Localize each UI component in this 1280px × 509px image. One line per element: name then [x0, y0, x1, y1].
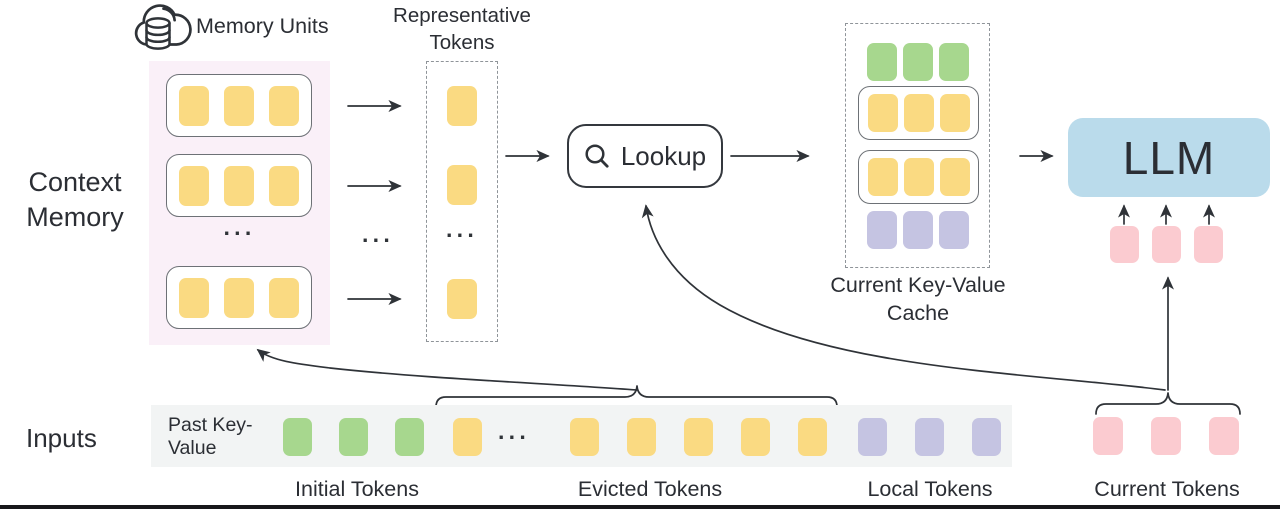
- local-token: [915, 418, 944, 456]
- lookup-label: Lookup: [620, 140, 707, 171]
- llm-input-tokens: [1110, 226, 1223, 263]
- past-kv-strip: Past Key-Value ···: [151, 405, 1012, 467]
- local-token: [972, 418, 1001, 456]
- representative-token: [447, 279, 477, 319]
- search-icon: [585, 143, 609, 168]
- retrieved-memory-token: [867, 94, 898, 132]
- llm-label: LLM: [1122, 131, 1216, 184]
- memory-unit-3: [166, 266, 312, 329]
- representative-token: [447, 86, 477, 126]
- cache-initial-row: [846, 43, 989, 81]
- cache-memory-row-2: [858, 150, 979, 204]
- brace-evicted-tokens: [435, 385, 838, 408]
- brace-current-tokens: [1095, 392, 1241, 415]
- representative-token: [447, 165, 477, 205]
- memory-token: [269, 165, 299, 206]
- lookup-box: Lookup: [567, 124, 723, 188]
- initial-token: [866, 43, 897, 81]
- initial-token: [339, 418, 368, 456]
- initial-token: [283, 418, 312, 456]
- initial-token: [902, 43, 933, 81]
- evicted-token: [627, 418, 656, 456]
- local-tokens-label: Local Tokens: [867, 477, 993, 501]
- current-tokens-label: Current Tokens: [1094, 477, 1240, 501]
- retrieved-memory-token: [903, 158, 934, 196]
- cloud-database-icon: [134, 4, 192, 50]
- current-token: [1209, 417, 1239, 455]
- representative-token-1: [447, 86, 477, 126]
- memory-token: [224, 277, 254, 318]
- representative-ellipsis: ···: [446, 221, 478, 248]
- memory-unit-1: [166, 74, 312, 137]
- memory-token: [179, 85, 209, 126]
- local-tokens-group: [858, 418, 1001, 456]
- evicted-token: [798, 418, 827, 456]
- retrieved-memory-token: [903, 94, 934, 132]
- memory-token: [224, 85, 254, 126]
- memory-unit-2: [166, 154, 312, 217]
- retrieved-memory-token: [939, 158, 970, 196]
- context-memory-label: Context Memory: [26, 167, 124, 232]
- llm-box: LLM: [1068, 118, 1270, 197]
- initial-token: [938, 43, 969, 81]
- between-ellipsis: ···: [362, 226, 394, 253]
- arrow-evicted-to-memory: [256, 348, 638, 391]
- current-token: [1194, 226, 1223, 263]
- memory-token: [269, 85, 299, 126]
- memory-token: [269, 277, 299, 318]
- memory-token: [224, 165, 254, 206]
- memory-token: [179, 277, 209, 318]
- representative-tokens-label: Representative Tokens: [393, 4, 531, 54]
- past-key-value-label: Past Key-Value: [168, 414, 253, 459]
- memory-ellipsis: ···: [223, 219, 256, 246]
- representative-token-2: [447, 165, 477, 205]
- evicted-tokens-label: Evicted Tokens: [577, 477, 723, 501]
- bottom-rule: [0, 505, 1280, 509]
- cache-memory-row-1: [858, 86, 979, 140]
- retrieved-memory-token: [939, 94, 970, 132]
- memory-units-label: Memory Units: [196, 14, 329, 38]
- local-token: [902, 211, 933, 249]
- evicted-token: [684, 418, 713, 456]
- evicted-token: [570, 418, 599, 456]
- local-token: [938, 211, 969, 249]
- cache-local-row: [846, 211, 989, 249]
- evicted-tokens-group: [570, 418, 827, 456]
- current-token: [1110, 226, 1139, 263]
- current-token: [1093, 417, 1123, 455]
- strip-ellipsis: ···: [498, 423, 530, 450]
- local-token: [866, 211, 897, 249]
- current-kv-cache-box: [845, 23, 990, 268]
- current-kv-cache-label: Current Key-Value Cache: [830, 273, 1006, 325]
- evicted-token: [741, 418, 770, 456]
- initial-token: [395, 418, 424, 456]
- representative-tokens-box: ···: [426, 61, 498, 342]
- evicted-token-head: [453, 418, 482, 456]
- initial-tokens-label: Initial Tokens: [295, 477, 419, 501]
- evicted-token: [453, 418, 482, 456]
- memory-token: [179, 165, 209, 206]
- local-token: [858, 418, 887, 456]
- retrieved-memory-token: [867, 158, 898, 196]
- current-token: [1151, 417, 1181, 455]
- current-token: [1152, 226, 1181, 263]
- context-memory-panel: ···: [149, 61, 330, 345]
- representative-token-3: [447, 279, 477, 319]
- current-tokens-group: [1093, 417, 1239, 455]
- inputs-label: Inputs: [26, 423, 97, 453]
- initial-tokens-group: [283, 418, 424, 456]
